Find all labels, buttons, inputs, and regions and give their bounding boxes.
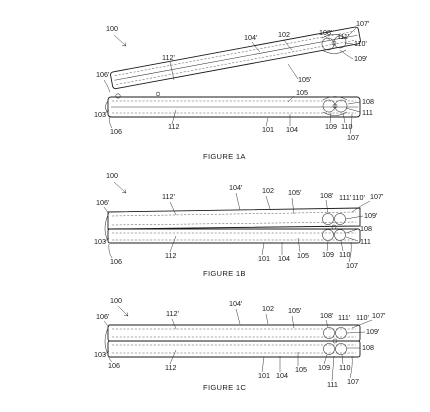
label-111p: 111' (339, 193, 352, 202)
label-107p: 107' (372, 311, 386, 320)
base-housing (105, 96, 361, 118)
label-101: 101 (258, 254, 270, 263)
label-106: 106 (108, 361, 120, 370)
label-108p: 108' (320, 311, 334, 320)
label-103: 103 (94, 237, 106, 246)
label-110: 110 (341, 122, 352, 131)
label-108: 108 (360, 224, 372, 233)
label-107p: 107' (356, 19, 370, 28)
label-112: 112 (168, 122, 179, 131)
hinge-cluster-lower (322, 96, 348, 116)
label-107: 107 (347, 377, 359, 386)
lid-housing (110, 26, 361, 90)
label-105p: 105' (298, 75, 312, 84)
label-104p: 104' (229, 183, 243, 192)
label-106p: 106' (96, 312, 110, 321)
label-101: 101 (258, 371, 270, 380)
label-110p: 110' (356, 313, 369, 322)
figure-1b: 100 104' 102 105' 108' 111' (94, 171, 384, 278)
label-112: 112 (165, 363, 176, 372)
label-109p: 109' (364, 211, 378, 220)
base-housing (104, 214, 361, 244)
hinge-cluster-upper (321, 34, 347, 54)
label-112p: 112' (162, 53, 175, 62)
label-110: 110 (339, 363, 350, 372)
label-108p: 108' (320, 191, 334, 200)
label-106p: 106' (96, 70, 110, 79)
label-106: 106 (110, 127, 122, 136)
label-109p: 109' (354, 54, 368, 63)
label-100: 100 (106, 24, 118, 33)
label-103: 103 (94, 110, 106, 119)
label-109: 109 (325, 122, 337, 131)
hinge-pin (115, 93, 121, 99)
label-106p: 106' (96, 198, 110, 207)
label-100: 100 (106, 171, 118, 180)
leader (113, 34, 127, 47)
hinge-cluster (322, 213, 346, 241)
figure-caption: FIGURE 1A (203, 152, 246, 161)
label-111p: 111' (338, 313, 351, 322)
label-104p: 104' (244, 33, 258, 42)
label-105: 105 (296, 88, 308, 97)
label-101: 101 (262, 125, 274, 134)
label-112p: 112' (166, 309, 179, 318)
label-110: 110 (339, 250, 350, 259)
label-105: 105 (297, 251, 309, 260)
label-104: 104 (278, 254, 290, 263)
label-112: 112 (165, 251, 176, 260)
label-108: 108 (362, 97, 374, 106)
label-108: 108 (362, 343, 374, 352)
hinge-cluster (323, 327, 347, 355)
label-110p: 110' (352, 193, 365, 202)
label-111p: 111' (337, 32, 350, 41)
label-104p: 104' (229, 299, 243, 308)
label-109: 109 (318, 363, 330, 372)
label-103: 103 (94, 350, 106, 359)
figure-1a: 100 (94, 19, 374, 161)
hinge-pin (155, 91, 161, 97)
label-102: 102 (278, 30, 290, 39)
label-105: 105 (295, 365, 307, 374)
label-111: 111 (360, 237, 371, 246)
label-104: 104 (276, 371, 288, 380)
label-100: 100 (110, 296, 122, 305)
label-110p: 110' (354, 39, 367, 48)
label-109: 109 (322, 250, 334, 259)
label-106: 106 (110, 257, 122, 266)
label-111: 111 (362, 108, 373, 117)
figure-caption: FIGURE 1C (203, 383, 246, 392)
figure-1c: 100 104' 102 106' 112' 105' (94, 296, 386, 392)
label-102: 102 (262, 186, 274, 195)
label-112p: 112' (162, 192, 175, 201)
label-104: 104 (286, 125, 298, 134)
label-105p: 105' (288, 306, 302, 315)
label-109p: 109' (366, 327, 380, 336)
lid-housing (107, 324, 361, 342)
label-102: 102 (262, 304, 274, 313)
label-108p: 108' (319, 28, 333, 37)
label-111: 111 (327, 380, 338, 389)
figure-caption: FIGURE 1B (203, 269, 246, 278)
base-housing (104, 327, 361, 358)
label-105p: 105' (288, 188, 302, 197)
label-107: 107 (347, 133, 359, 142)
label-107p: 107' (370, 192, 384, 201)
label-107: 107 (346, 261, 358, 270)
lid-housing (107, 207, 361, 230)
arrowhead (121, 42, 127, 47)
